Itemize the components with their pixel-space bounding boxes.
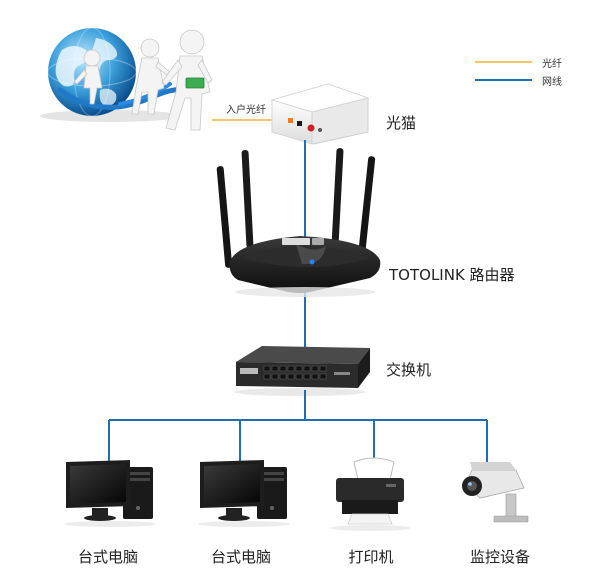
switch-ports: [263, 365, 327, 380]
distribution-cables: [108, 390, 488, 470]
legend-cable-label: 网线: [542, 77, 562, 88]
modem-label: 光猫: [386, 114, 417, 132]
device-label-desktop-1: 台式电脑: [77, 548, 139, 566]
desktop-computer-icon: [198, 460, 290, 527]
legend: [475, 61, 532, 81]
person-figures-icon: [73, 29, 213, 131]
router-icon: [216, 148, 381, 297]
device-label-camera: 监控设备: [469, 548, 531, 566]
device-label-desktop-2: 台式电脑: [210, 548, 272, 566]
legend-fiber-label: 光纤: [542, 59, 562, 70]
printer-icon: [330, 457, 410, 531]
security-camera-icon: [462, 462, 529, 523]
network-switch-icon: [234, 346, 370, 396]
desktop-computer-icon: [64, 460, 156, 527]
fiber-modem-icon: [270, 83, 370, 145]
switch-label: 交换机: [386, 361, 432, 379]
device-label-printer: 打印机: [348, 548, 394, 566]
router-label: TOTOLINK 路由器: [389, 266, 515, 284]
fiber-in-label: 入户光纤: [226, 105, 266, 116]
